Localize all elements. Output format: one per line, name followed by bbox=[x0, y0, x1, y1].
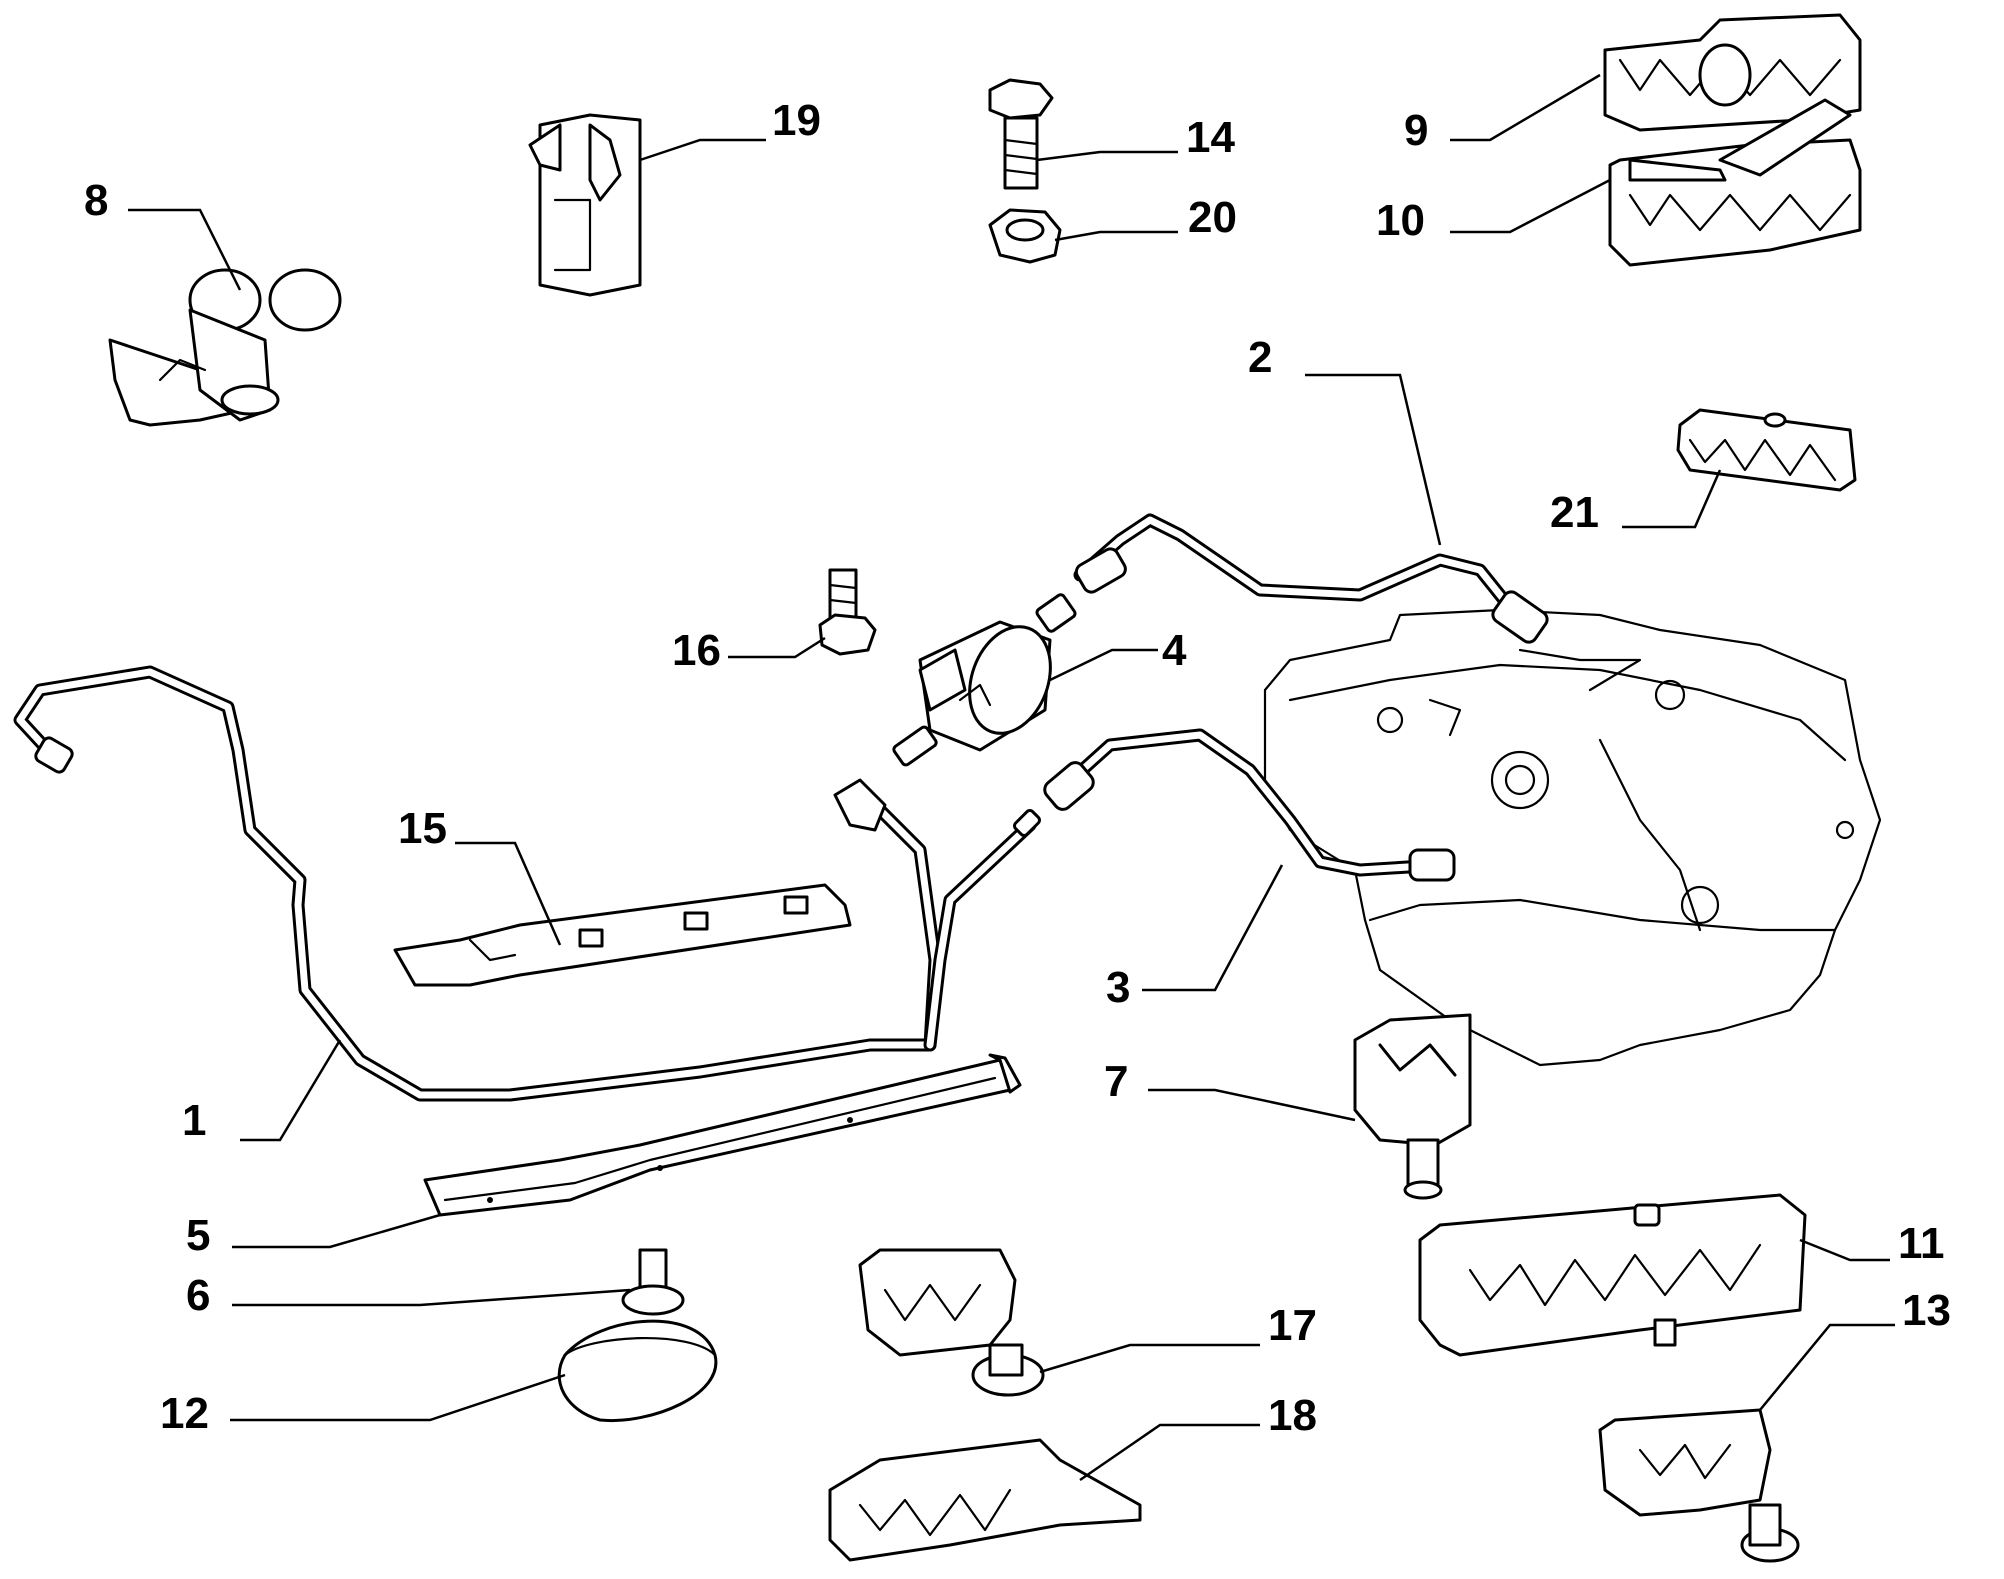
bolt-14 bbox=[988, 78, 1054, 190]
screw-6 bbox=[621, 1248, 685, 1316]
bolt-16 bbox=[818, 568, 877, 656]
callout-8: 8 bbox=[84, 176, 108, 225]
callout-6: 6 bbox=[186, 1271, 210, 1320]
callout-4: 4 bbox=[1162, 626, 1187, 675]
multi-clip-9 bbox=[1603, 13, 1862, 132]
callout-10: 10 bbox=[1376, 196, 1425, 245]
grommet-12 bbox=[557, 1319, 718, 1423]
leader-13 bbox=[1759, 1323, 1895, 1411]
leader-3 bbox=[1142, 864, 1284, 992]
leader-5 bbox=[232, 1213, 441, 1249]
leader-16 bbox=[728, 636, 826, 659]
callout-20: 20 bbox=[1188, 193, 1237, 242]
leader-12 bbox=[230, 1373, 566, 1422]
leader-11 bbox=[1799, 1238, 1890, 1262]
leader-1 bbox=[240, 1039, 342, 1142]
callout-21: 21 bbox=[1550, 488, 1599, 537]
fuel-pipe-1 bbox=[13, 665, 1041, 1102]
leader-21 bbox=[1622, 469, 1722, 529]
clip-holder-7 bbox=[1353, 1013, 1472, 1200]
callout-11: 11 bbox=[1898, 1219, 1945, 1268]
leader-15 bbox=[455, 841, 562, 946]
leader-2 bbox=[1305, 373, 1442, 546]
leader-14 bbox=[1036, 150, 1178, 162]
callout-13: 13 bbox=[1902, 1286, 1951, 1335]
clip-21 bbox=[1676, 408, 1857, 492]
heat-shield-15 bbox=[393, 883, 852, 987]
callout-14: 14 bbox=[1186, 113, 1235, 162]
clip-17 bbox=[858, 1248, 1045, 1397]
leader-18 bbox=[1079, 1423, 1260, 1482]
callout-labels: 1 2 3 4 5 6 7 8 9 10 11 12 13 14 15 16 1… bbox=[84, 96, 1951, 1440]
callout-3: 3 bbox=[1106, 963, 1130, 1012]
fuel-pipe-3 bbox=[1043, 728, 1456, 882]
leader-9 bbox=[1450, 73, 1601, 142]
leader-lines bbox=[128, 73, 1895, 1482]
leader-7 bbox=[1148, 1088, 1356, 1122]
leader-19 bbox=[639, 138, 766, 162]
fuel-filter-4 bbox=[892, 593, 1077, 767]
fuel-pipe-2 bbox=[1073, 513, 1549, 644]
pipe-clip-8 bbox=[108, 268, 342, 427]
leader-20 bbox=[1054, 230, 1178, 242]
fuel-tank bbox=[1263, 608, 1882, 1067]
leader-8 bbox=[128, 208, 242, 291]
callout-9: 9 bbox=[1404, 106, 1428, 155]
callout-7: 7 bbox=[1104, 1057, 1128, 1106]
clip-19 bbox=[528, 113, 642, 297]
callout-16: 16 bbox=[672, 626, 721, 675]
callout-17: 17 bbox=[1268, 1301, 1317, 1350]
multi-clip-11 bbox=[1418, 1193, 1807, 1357]
nut-20 bbox=[988, 208, 1062, 264]
bracket-rail-5 bbox=[423, 1053, 1022, 1217]
callout-15: 15 bbox=[398, 804, 447, 853]
leader-10 bbox=[1450, 178, 1611, 234]
callout-2: 2 bbox=[1248, 333, 1272, 382]
clip-18 bbox=[828, 1438, 1142, 1562]
callout-19: 19 bbox=[772, 96, 821, 145]
callout-18: 18 bbox=[1268, 1391, 1317, 1440]
callout-1: 1 bbox=[182, 1096, 206, 1145]
callout-5: 5 bbox=[186, 1211, 210, 1260]
multi-clip-10 bbox=[1608, 98, 1862, 267]
callout-12: 12 bbox=[160, 1389, 209, 1438]
leader-4 bbox=[1049, 648, 1158, 682]
multi-clip-13 bbox=[1598, 1408, 1800, 1563]
leader-17 bbox=[1039, 1343, 1260, 1374]
leader-6 bbox=[232, 1288, 631, 1307]
